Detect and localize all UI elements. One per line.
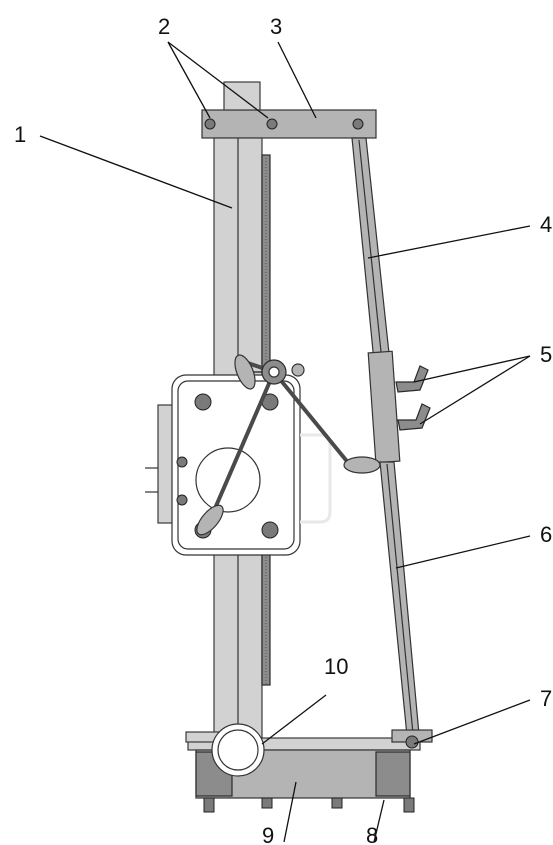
callout-2: 2 — [158, 14, 170, 39]
feed-handle — [196, 354, 381, 536]
strut-foot — [391, 729, 433, 749]
lower-strut — [379, 461, 421, 747]
callout-3: 3 — [270, 14, 282, 39]
callout-9: 9 — [262, 823, 274, 845]
top-plate — [201, 109, 377, 139]
ring-clamp — [185, 723, 265, 777]
callout-6: 6 — [540, 522, 552, 547]
callout-7: 7 — [540, 686, 552, 711]
clamp-sleeve — [367, 350, 431, 464]
carriage — [145, 374, 332, 556]
callout-labels: 1 2 3 4 5 6 7 8 9 10 — [14, 14, 552, 845]
callout-8: 8 — [366, 823, 378, 845]
callout-10: 10 — [324, 654, 348, 679]
callout-5: 5 — [540, 342, 552, 367]
leader-lines — [39, 41, 531, 843]
callout-1: 1 — [14, 122, 26, 147]
callout-4: 4 — [540, 212, 552, 237]
